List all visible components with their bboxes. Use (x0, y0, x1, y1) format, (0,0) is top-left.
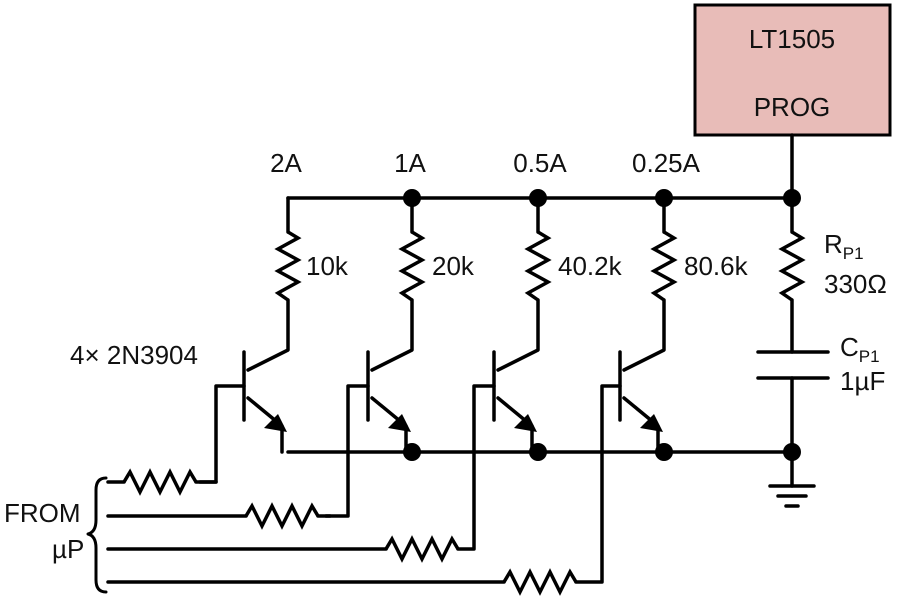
chip-pin-prog: PROG (754, 92, 831, 122)
ground-icon (768, 484, 816, 508)
mu-p-label: µP (52, 534, 84, 564)
emitter-arrow (264, 414, 287, 432)
current-label-0-5a: 0.5A (513, 148, 567, 178)
from-label: FROM (4, 498, 81, 528)
input-brace (86, 476, 108, 594)
rp1-value: 330Ω (824, 269, 887, 299)
input-line-1 (106, 468, 218, 496)
chip-name: LT1505 (749, 24, 835, 54)
transistor-label: 4× 2N3904 (70, 340, 198, 370)
cp1-value: 1µF (840, 366, 885, 396)
rp1-cp1-branch (756, 196, 830, 508)
base-resistor (384, 535, 460, 563)
rp1-label: RP1 (824, 229, 864, 263)
collector-resistor (274, 230, 302, 302)
resistor-label-20k: 20k (432, 251, 475, 281)
base-resistor (502, 568, 578, 596)
collector-resistor (398, 230, 426, 302)
emitter-arrow (388, 414, 411, 432)
cp1-label: CP1 (840, 332, 880, 366)
input-line-2 (106, 502, 332, 530)
branch-0-25a (574, 196, 678, 584)
current-label-1a: 1A (394, 148, 426, 178)
rp1-resistor (778, 230, 806, 302)
emitter-arrow (514, 414, 537, 432)
branch-1a (324, 196, 426, 518)
emitter-arrow (640, 414, 663, 432)
lt1505-chip: LT1505 PROG (693, 3, 892, 137)
input-line-4 (106, 568, 578, 596)
branch-0-5a (456, 196, 552, 551)
branch-2a (198, 196, 302, 484)
current-label-0-25a: 0.25A (632, 148, 701, 178)
base-resistor (122, 468, 198, 496)
current-label-2a: 2A (270, 148, 302, 178)
resistor-label-40-2k: 40.2k (558, 251, 623, 281)
base-resistor (244, 502, 320, 530)
resistor-label-80-6k: 80.6k (684, 251, 749, 281)
collector-resistor (650, 230, 678, 302)
resistor-label-10k: 10k (306, 251, 349, 281)
input-line-3 (106, 535, 460, 563)
collector-resistor (524, 230, 552, 302)
